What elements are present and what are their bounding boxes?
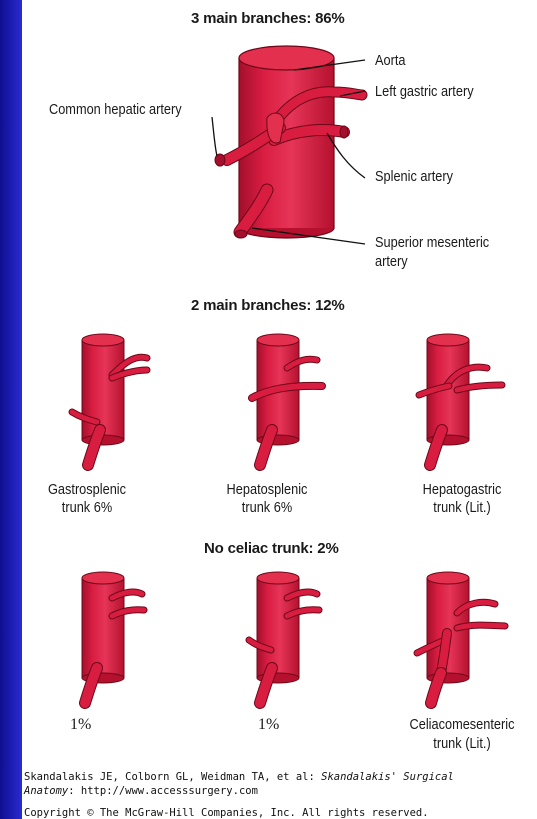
label-gastrosplenic-1: Gastrosplenic — [30, 481, 144, 499]
credit-book-title-cont: Anatomy — [24, 785, 68, 797]
label-splenic-artery: Splenic artery — [375, 168, 453, 186]
credit-authors: Skandalakis JE, Colborn GL, Weidman TA, … — [24, 771, 321, 783]
label-hepatosplenic-1: Hepatosplenic — [210, 481, 324, 499]
label-aorta: Aorta — [375, 52, 406, 70]
label-gastrosplenic-2: trunk 6% — [30, 499, 144, 517]
aorta-diagram-celiacomesenteric — [417, 572, 505, 703]
label-hepatogastric-1: Hepatogastric — [405, 481, 519, 499]
credit-book-title: Skandalakis' Surgical — [321, 771, 454, 783]
figure-panel: 3 main branches: 86% 2 main branches: 12… — [22, 0, 537, 819]
heading-main-branches: 3 main branches: 86% — [191, 10, 345, 27]
label-no-trunk-a: 1% — [70, 716, 91, 734]
label-common-hepatic-artery: Common hepatic artery — [49, 101, 182, 119]
credit-line-2: Anatomy: http://www.accesssurgery.com — [24, 784, 258, 798]
credit-copyright: Copyright © The McGraw-Hill Companies, I… — [24, 806, 429, 819]
heading-no-celiac: No celiac trunk: 2% — [204, 540, 339, 557]
label-celiacomesenteric-2: trunk (Lit.) — [400, 735, 523, 753]
aorta-diagram-hepatogastric — [419, 334, 502, 465]
label-celiacomesenteric-1: Celiacomesenteric — [400, 716, 523, 734]
sma-end — [235, 230, 247, 238]
label-sma-line2: artery — [375, 253, 408, 271]
label-sma-line1: Superior mesenteric — [375, 234, 489, 252]
aorta-diagram-no-trunk-b — [249, 572, 319, 703]
heading-two-branches: 2 main branches: 12% — [191, 297, 345, 314]
credit-url: : http://www.accesssurgery.com — [68, 785, 258, 797]
label-hepatosplenic-2: trunk 6% — [210, 499, 324, 517]
aorta-diagram-hepatosplenic — [252, 334, 322, 465]
aorta-diagram-gastrosplenic — [72, 334, 147, 465]
aorta-diagram-main — [212, 46, 365, 244]
arteries-illustration — [22, 0, 537, 819]
credit-line-1: Skandalakis JE, Colborn GL, Weidman TA, … — [24, 770, 454, 784]
label-left-gastric-artery: Left gastric artery — [375, 83, 474, 101]
label-no-trunk-b: 1% — [258, 716, 279, 734]
label-hepatogastric-2: trunk (Lit.) — [405, 499, 519, 517]
aorta-diagram-no-trunk-a — [82, 572, 144, 703]
splenic-end — [340, 126, 348, 138]
